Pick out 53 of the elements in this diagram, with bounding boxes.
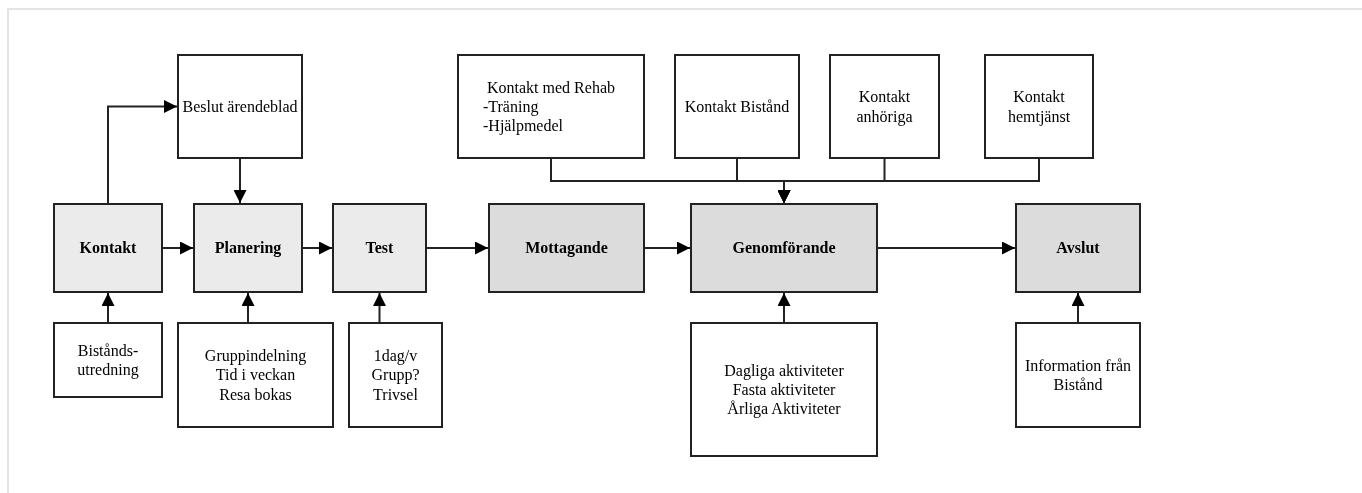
note-text: Resa bokas	[219, 384, 292, 404]
note-text: Tid i veckan	[215, 365, 296, 385]
step-title: Kontakt	[79, 238, 137, 258]
note-text: Bistånds- utredning	[76, 340, 140, 380]
step-title: Test	[365, 238, 394, 258]
arrow	[373, 292, 386, 323]
note-box	[1015, 322, 1141, 428]
note-box	[53, 322, 163, 398]
step-title: Mottagande	[525, 238, 608, 258]
process-box	[488, 203, 645, 293]
note-text: -Träning	[482, 96, 539, 117]
note-text: Trivsel	[373, 384, 418, 404]
note-box	[457, 54, 645, 159]
arrow	[233, 158, 247, 204]
arrow	[1071, 292, 1085, 323]
note-text: Grupp?	[371, 365, 420, 385]
note-box	[177, 54, 303, 159]
note-box	[348, 322, 443, 428]
arrow	[877, 241, 1016, 255]
process-box	[1015, 203, 1141, 293]
note-text: Kontakt med Rehab	[487, 77, 615, 97]
note-text: Beslut ärendeblad	[182, 96, 298, 117]
process-box	[332, 203, 427, 293]
arrow	[101, 292, 115, 323]
step-title: Avslut	[1056, 238, 1100, 258]
note-text: Fasta aktiviteter	[732, 380, 836, 400]
arrow	[107, 100, 178, 204]
arrow	[644, 241, 691, 255]
note-box	[984, 54, 1094, 159]
process-box	[193, 203, 303, 293]
note-text: Kontakt Bistånd	[684, 96, 790, 117]
arrow	[777, 158, 1040, 204]
note-text: 1dag/v	[373, 346, 418, 366]
arrow	[241, 292, 255, 323]
note-text: Dagliga aktiviteter	[724, 360, 844, 380]
note-box	[829, 54, 940, 159]
note-text: Kontakt anhöriga	[855, 87, 914, 126]
step-title: Genomförande	[732, 238, 836, 258]
note-text: Kontakt hemtjänst	[1006, 87, 1072, 126]
note-box	[674, 54, 800, 159]
note-box	[177, 322, 334, 428]
note-text: Information från Bistånd	[1023, 355, 1133, 395]
note-text: Gruppindelning	[204, 346, 307, 366]
arrow	[777, 292, 791, 323]
step-title: Planering	[214, 238, 282, 258]
note-text: Årliga Aktiviteter	[727, 399, 841, 419]
process-box	[690, 203, 878, 293]
note-box	[690, 322, 878, 457]
arrow	[426, 241, 489, 255]
process-box	[53, 203, 163, 293]
arrow	[162, 241, 194, 255]
note-text: -Hjälpmedel	[482, 116, 563, 136]
arrow	[302, 241, 333, 255]
